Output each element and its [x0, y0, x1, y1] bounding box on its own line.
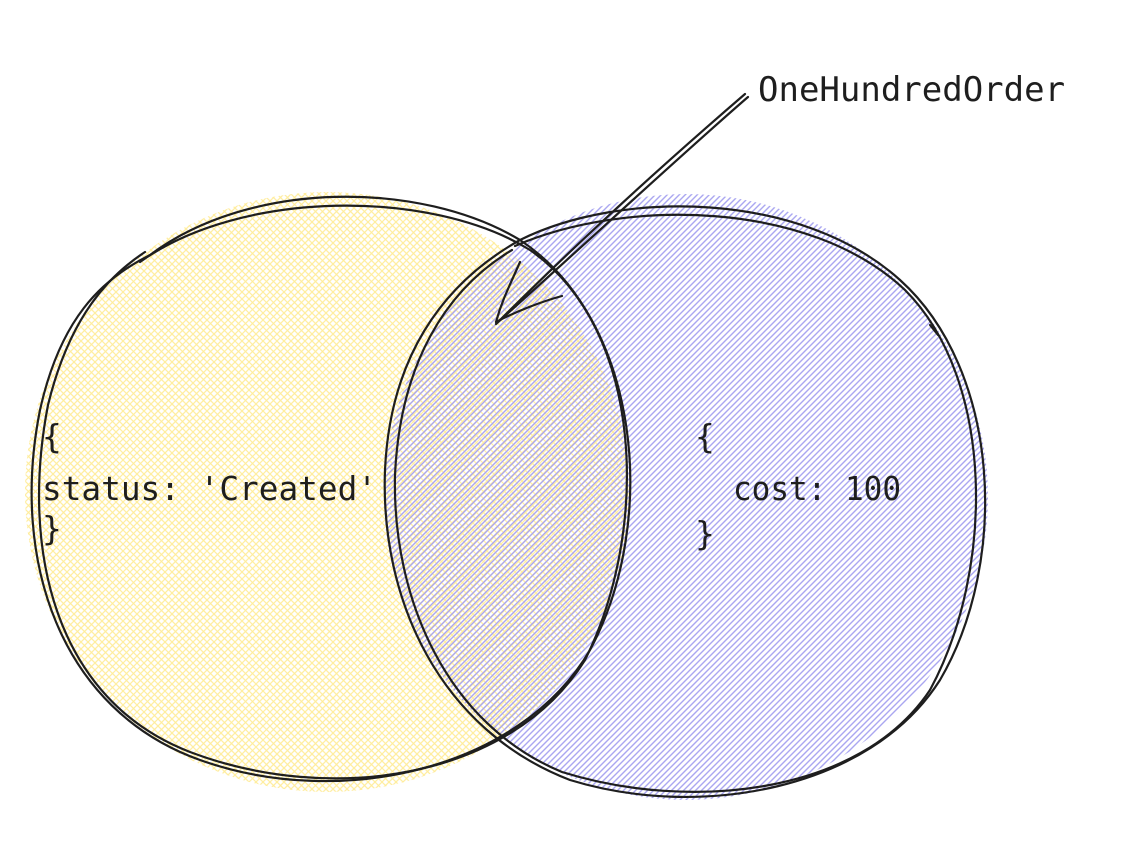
status-set-close-brace: } — [42, 509, 62, 548]
cost-set-property: cost: 100 — [733, 469, 901, 508]
intersection-arrow — [494, 92, 750, 326]
intersection-label: OneHundredOrder — [758, 70, 1065, 110]
status-set-circle — [30, 195, 632, 783]
status-set-open-brace: { — [42, 417, 62, 456]
cost-set-open-brace: { — [695, 417, 715, 456]
cost-set-close-brace: } — [695, 514, 715, 553]
cost-set-circle — [383, 205, 987, 799]
status-set-property: status: 'Created' — [42, 469, 377, 508]
